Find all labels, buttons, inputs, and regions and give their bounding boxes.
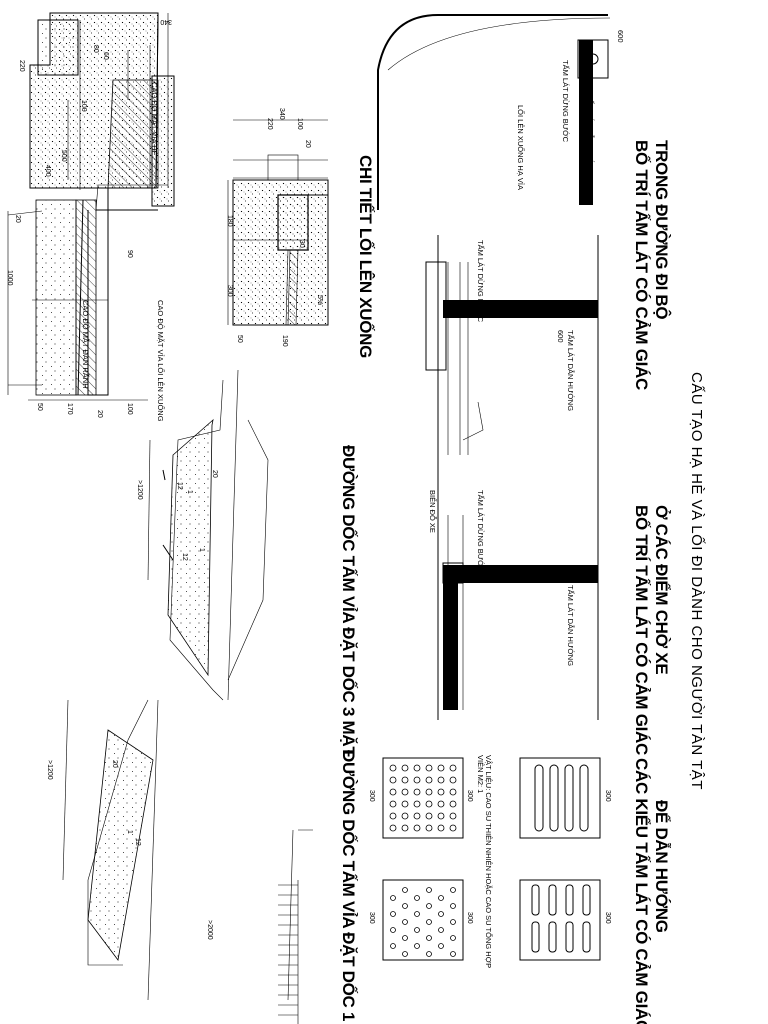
curb-detail-small: 20 100 220 340 190 50 180 300 30 5% CHI … [226,108,376,358]
tile-dim-2: 300 [604,912,611,924]
bus-label-stop: TẤM LÁT DỪNG BƯỚC [476,490,486,573]
tile-bars-straight [519,757,601,839]
dim-220: 220 [18,60,25,72]
ramp3-slope-12b: 12 [181,553,188,561]
plan-label-guide: TẤM LÁT DẪN HƯỚNG [566,330,576,411]
bus-label-sign: BIỂN ĐỖ XE [428,490,437,533]
ramp-one-side: >1200 20 >2000 1 12 ĐƯỜNG DỐC TẤM VỈA ĐẶ… [46,699,359,1024]
det-dim-300: 300 [226,285,233,297]
tile-bars-staggered [519,879,601,961]
det-dim-30: 30 [298,240,305,248]
title-walkway-2: TRONG ĐƯỜNG ĐI BỘ [652,140,671,319]
ramp1-dim-1200: >1200 [46,760,53,780]
walkway-layout: 600 TẤM LÁT DỪNG BƯỚC TẤM LÁT DẪN HƯỚNG … [377,14,671,390]
title-busstop-2: Ở CÁC ĐIỂM CHỜ XE [652,505,671,674]
walk-label-ramp: LỐI LÊN XUỐNG HẠ VỈA [516,105,526,190]
busstop-layout: TẤM LÁT DỪNG BƯỚC TẤM LÁT DẪN HƯỚNG BIỂN… [428,490,671,755]
tile-dots-grid [382,757,464,839]
ramp1-slope-1: 1 [126,830,133,834]
det-slope: 5% [316,295,323,305]
guide-tile-strip [579,40,593,205]
walk-label-guide: TẤM LÁT DẪN HƯỚNG [586,95,596,176]
tile-dim-5: 300 [368,790,375,802]
det-dim-50: 50 [236,335,243,343]
ramp3-slope-12: 12 [176,482,183,490]
label-top-of-gutter: CAO ĐỘ MẶT ĐAN RÃNH [81,300,90,389]
guide-strip-bus-h [443,565,458,710]
title-tiles-2: ĐỂ DẪN HƯỚNG [652,800,671,933]
label-top-of-ramp: CAO ĐỘ MẶT VỈA LỐI LÊN XUỐNG [156,300,166,422]
plan-dim-600: 600 [556,330,565,343]
det-dim-100: 100 [296,118,303,130]
title-walkway-1: BỐ TRÍ TẤM LÁT CÓ CẢM GIÁC [632,140,652,390]
tile-dim-3: 300 [466,790,473,802]
dim-340: 340 [160,18,172,25]
det-dim-220: 220 [266,118,273,130]
curb-section-large: 340 1000 500 400 100 90 CAO ĐỘ MẶT VỈA H… [6,12,175,422]
title-curb-detail: CHI TIẾT LỐI LÊN XUỐNG [356,155,376,358]
dim-80: 80 [92,45,99,53]
tile-material-label: VẬT LIỆU: CAO SU THIÊN NHIÊN HOẶC CAO SU… [484,755,493,968]
guide-strip-vertical [443,300,598,318]
tile-types: 300 300 300 300 300 300 VIÊN M2: 1 VẬT L… [368,755,671,1024]
walkway-plan-middle: TẤM LÁT DẪN HƯỚNG TẤM LÁT DỪNG BƯỚC 600 [425,235,599,605]
ramp-three-side: >1200 20 1 12 1 12 ĐƯỜNG DỐC TẤM VỈA ĐẶT… [136,369,359,757]
tile-dim-4: 300 [466,912,473,924]
bus-label-guide: TẤM LÁT DẪN HƯỚNG [566,585,576,666]
dim-60: 60 [102,52,109,60]
walk-label-stop: TẤM LÁT DỪNG BƯỚC [561,60,571,143]
dim-side-20: 20 [96,410,103,418]
ramp3-dim-1200: >1200 [136,480,143,500]
ramp3-dim-20: 20 [211,470,218,478]
dim-side-170: 170 [66,403,73,415]
label-top-of-curb: CAO ĐỘ MẶT VỈA HÈ [150,82,159,156]
title-tiles-1: CÁC KIỂU TẤM LÁT CÓ CẢM GIÁC [632,758,651,1024]
ramp1-dim-2000: >2000 [206,920,213,940]
ramp1-slope-12: 12 [134,838,141,846]
dim-400: 400 [44,165,51,177]
tile-size-label: VIÊN M2: 1 [476,755,485,793]
dim-90: 90 [126,250,133,258]
title-ramp-three: ĐƯỜNG DỐC TẤM VỈA ĐẶT DỐC 3 MẶT [339,445,359,757]
walk-dim-600: 600 [616,30,625,43]
det-dim-180: 180 [226,215,233,227]
ramp3-slope-1: 1 [186,490,193,494]
dim-side-100: 100 [126,403,133,415]
dim-1000: 1000 [6,270,13,286]
dim-side-50: 50 [36,403,43,411]
plan-label-stop: TẤM LÁT DỪNG BƯỚC [476,240,486,323]
dim-20b: 20 [14,215,21,223]
tile-dim-6: 300 [368,912,375,924]
det-dim-340: 340 [278,108,285,120]
ramp1-dim-20: 20 [111,760,118,768]
title-busstop-1: BỐ TRÍ TẤM LÁT CÓ CẢM GIÁC [632,505,652,755]
title-ramp-one: ĐƯỜNG DỐC TẤM VỈA ĐẶT DỐC 1 MẶT [339,750,359,1024]
edge-hatch [278,880,299,1024]
dim-500: 500 [60,150,67,162]
main-title: CẤU TẠO HẠ HÈ VÀ LỐI ĐI DÀNH CHO NGƯỜI T… [688,372,706,790]
det-dim-190: 190 [281,335,288,347]
dim-100: 100 [80,100,87,112]
det-dim-20: 20 [304,140,311,148]
guide-strip-bus-v [458,565,598,583]
ramp3-slope-1b: 1 [198,548,205,552]
tile-dim-1: 300 [604,790,611,802]
tile-dots-offset [382,879,464,961]
